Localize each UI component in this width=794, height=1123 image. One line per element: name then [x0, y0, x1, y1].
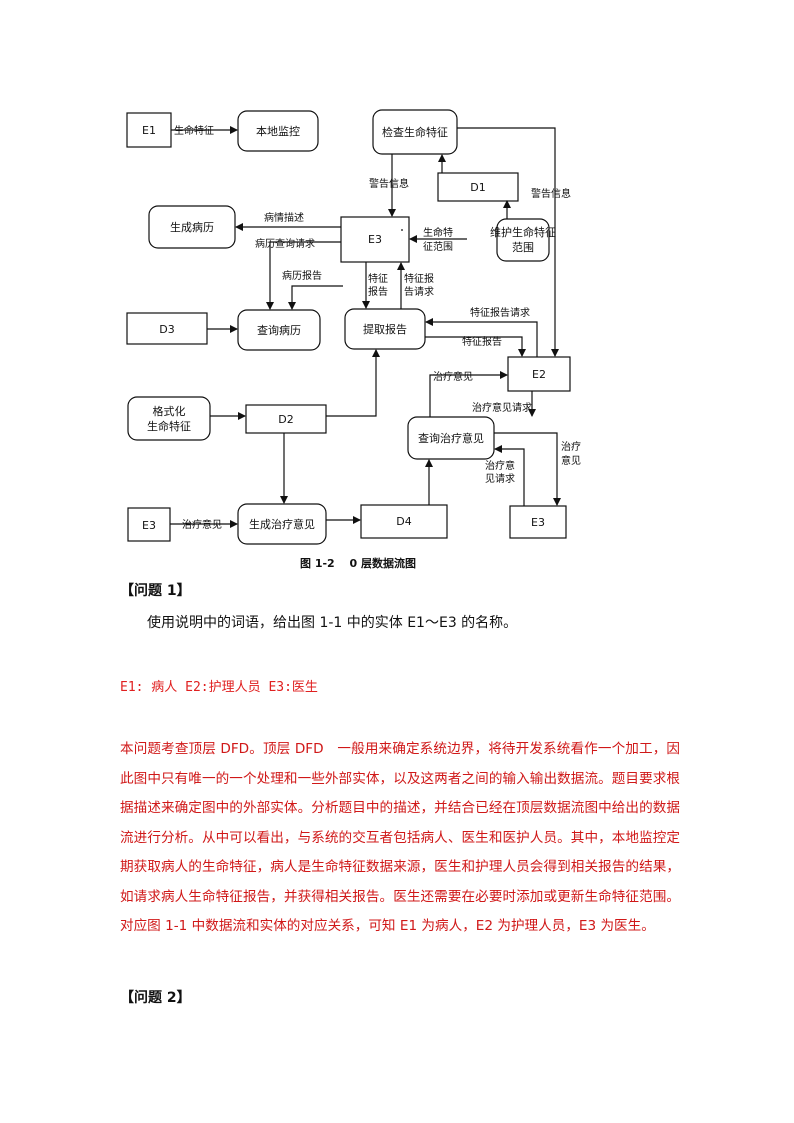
flow-label-condition-desc: 病情描述 — [264, 211, 304, 224]
flow-label-advice-1: 治疗意见 — [433, 370, 473, 383]
flow-e3-to-query-record — [266, 241, 341, 310]
flow-label-feature-report-v1: 特征 — [368, 273, 388, 285]
node-maintain-range-1: 维护生命特征 — [490, 225, 556, 239]
dataflow-diagram: E1 本地监控 检查生命特征 D1 生成病历 E3 维护生命特征 范围 D3 查… — [126, 109, 581, 570]
flow-label-feature-report: 特征报告 — [462, 335, 502, 348]
flow-label-feature-report-req: 特征报告请求 — [470, 306, 530, 319]
process-query-advice-box — [407, 416, 495, 460]
node-d4: D4 — [396, 515, 411, 528]
process-check-vital-box — [372, 109, 458, 155]
node-format-vital-2: 生命特征 — [147, 419, 191, 433]
flow-label-advice-v2: 意见 — [561, 454, 581, 467]
node-e3-center: E3 — [368, 233, 382, 246]
flow-label-record-query: 病历查询请求 — [255, 237, 315, 250]
flow-label-vital-range-1: 生命特 — [423, 226, 453, 239]
q2-heading: 【问题 2】 — [120, 990, 191, 1006]
node-e1: E1 — [142, 124, 156, 137]
flow-record-report — [288, 285, 343, 310]
flow-label-warning-2: 警告信息 — [531, 187, 571, 200]
entity-e3-right-box — [509, 505, 567, 539]
flow-query-advice-to-e3-right — [494, 432, 561, 506]
flow-label-advice-v1: 治疗 — [561, 440, 581, 453]
flow-label-advice-req-v1: 治疗意 — [485, 459, 515, 472]
node-d3: D3 — [159, 323, 174, 336]
node-format-vital-1: 格式化 — [153, 404, 186, 418]
flow-e2-to-extract — [425, 318, 538, 357]
process-gen-advice-box — [237, 503, 327, 545]
process-extract-report-box — [344, 308, 426, 350]
diagram-caption: 图 1-2 0 层数据流图 — [300, 556, 416, 570]
process-maintain-range-box — [496, 218, 550, 262]
process-local-monitor-box — [237, 110, 319, 152]
flow-label-advice-req-v2: 见请求 — [485, 472, 515, 485]
flow-d2-to-extract — [326, 349, 380, 417]
q1-heading: 【问题 1】 — [120, 583, 191, 599]
node-e2: E2 — [532, 368, 546, 381]
process-query-record-box — [237, 309, 321, 351]
node-e3-right: E3 — [531, 516, 545, 529]
node-query-record: 查询病历 — [257, 323, 301, 337]
entity-e2-box — [507, 356, 571, 392]
store-d2-box — [245, 404, 327, 434]
node-d2: D2 — [278, 413, 293, 426]
node-maintain-range-2: 范围 — [512, 240, 534, 254]
node-e3-left: E3 — [142, 519, 156, 532]
q1-text: 使用说明中的词语，给出图 1-1 中的实体 E1～E3 的名称。 — [147, 615, 518, 631]
flow-extract-to-e2 — [425, 336, 526, 357]
flow-label-feature-report-req-v1: 特征报 — [404, 272, 434, 285]
store-d1-box — [437, 172, 519, 202]
node-query-advice: 查询治疗意见 — [418, 431, 484, 445]
flow-label-vital: 生命特征 — [174, 124, 214, 137]
process-format-vital-box — [127, 396, 211, 441]
node-check-vital: 检查生命特征 — [382, 125, 448, 139]
flow-label-advice-req: 治疗意见请求 — [472, 401, 532, 414]
node-d1: D1 — [470, 181, 485, 194]
node-local-monitor: 本地监控 — [256, 124, 300, 138]
flow-label-record-report: 病历报告 — [282, 269, 322, 282]
flow-label-warning-1: 警告信息 — [369, 177, 409, 190]
flow-label-feature-report-req-v2: 告请求 — [404, 285, 434, 298]
node-extract-report: 提取报告 — [363, 322, 407, 336]
q1-explanation: 本问题考查顶层 DFD。顶层 DFD 一般用来确定系统边界，将待开发系统看作一个… — [120, 741, 680, 934]
flow-label-feature-report-v2: 报告 — [368, 285, 388, 298]
flow-query-advice-to-e2 — [429, 371, 508, 417]
node-gen-record: 生成病历 — [170, 220, 214, 234]
flow-e3-right-to-query-advice — [494, 445, 525, 506]
flow-label-vital-range-2: 征范围 — [423, 240, 453, 253]
node-gen-advice: 生成治疗意见 — [249, 517, 315, 531]
flow-check-to-e2 — [457, 127, 559, 357]
q1-answer: E1: 病人 E2:护理人员 E3:医生 — [120, 680, 318, 695]
flow-label-advice-2: 治疗意见 — [182, 518, 222, 531]
store-d4-box — [360, 504, 448, 539]
